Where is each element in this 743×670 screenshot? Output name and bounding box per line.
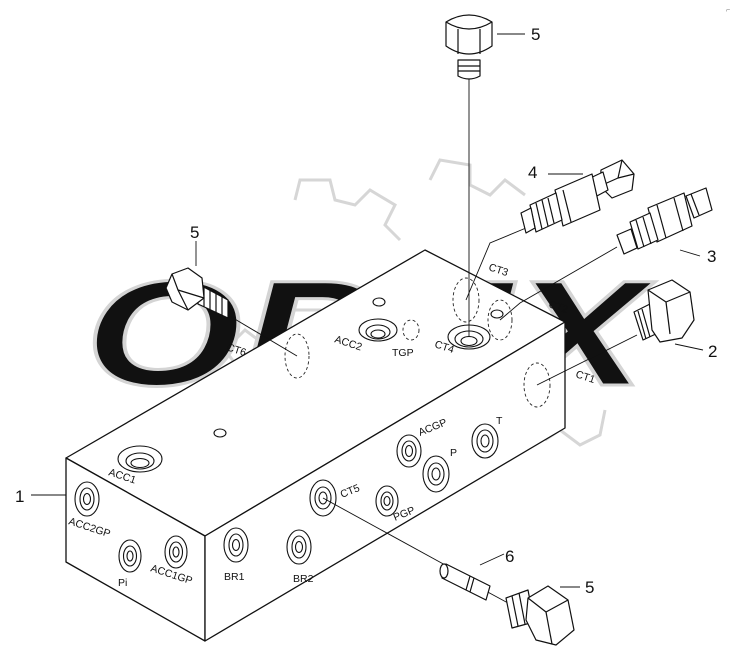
ct1-port-outline (523, 362, 551, 408)
ct2-port-outline (487, 299, 513, 341)
callout-4: 4 (528, 163, 537, 182)
front-face-ports (74, 481, 188, 573)
p-port (422, 455, 450, 493)
callout-1: 1 (15, 487, 24, 506)
callout-2: 2 (708, 342, 717, 361)
label-pi: Pi (118, 577, 127, 589)
label-ct2: CT2 (547, 298, 570, 316)
ct3-port-outline (452, 277, 480, 323)
label-ct1: CT1 (574, 368, 597, 386)
callout-3: 3 (707, 247, 716, 266)
label-br1: BR1 (224, 571, 245, 583)
label-tgp: TGP (392, 347, 414, 359)
pi-port (118, 539, 142, 573)
acgp-port (396, 434, 422, 468)
mounting-hole (490, 309, 504, 319)
label-t: T (496, 415, 503, 427)
acc2gp-port (74, 481, 100, 517)
label-ct6: CT6 (225, 341, 248, 359)
br1-port (223, 527, 249, 563)
ct4-port (447, 324, 491, 350)
mounting-hole (213, 428, 227, 438)
valve-cartridge-part-3 (616, 187, 713, 255)
tgp-port-outline (402, 319, 420, 341)
callout-5-top: 5 (531, 25, 540, 44)
pgp-port (375, 485, 399, 517)
br2-port (286, 529, 312, 565)
assembly-lines (227, 75, 638, 604)
label-ct3: CT3 (487, 261, 510, 279)
callout-numbers: 5 5 4 3 2 1 6 5 (15, 25, 717, 597)
callout-leaders (31, 33, 704, 588)
mounting-hole (372, 297, 386, 307)
corner-mark: ⌐ (726, 7, 730, 14)
t-port (471, 423, 499, 459)
acc1-port (117, 445, 163, 473)
plug-part-5-left (165, 267, 229, 319)
plug-part-5-top (445, 14, 493, 80)
hidden-port-outlines (284, 277, 551, 408)
valve-cartridge-part-4 (520, 159, 635, 234)
top-face-ports (117, 297, 504, 473)
plug-part-5-bottom (505, 585, 575, 646)
plug-part-2 (633, 279, 695, 343)
acc2-port (358, 318, 398, 342)
acc1gp-port (164, 535, 188, 569)
label-p: P (450, 447, 457, 459)
label-ct4: CT4 (433, 338, 456, 356)
label-br2: BR2 (293, 573, 314, 585)
callout-5-bottom: 5 (585, 578, 594, 597)
pin-part-6 (439, 563, 491, 601)
callout-5-left: 5 (190, 223, 199, 242)
ct6-port-outline (284, 333, 310, 379)
callout-6: 6 (505, 547, 514, 566)
